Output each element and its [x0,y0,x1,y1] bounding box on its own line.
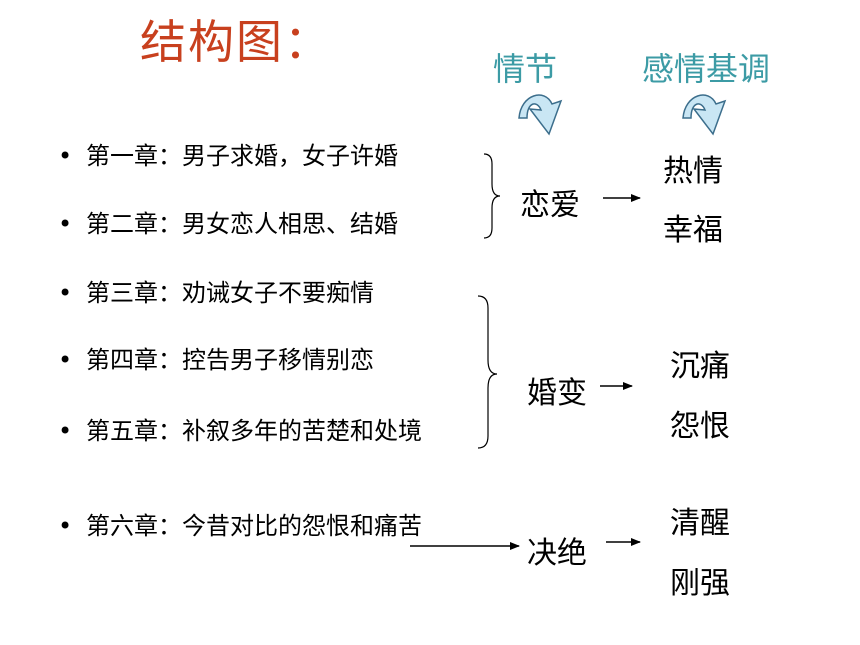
chapter-item: • 第四章：控告男子移情别恋 [58,347,466,374]
bullet-icon: • [58,279,73,307]
mood-label: 刚强 [670,566,730,601]
brace-marriage-change [477,295,498,449]
chapter-item: • 第三章：劝诫女子不要痴情 [58,280,466,307]
mood-label: 怨恨 [670,409,730,444]
bullet-icon: • [58,346,73,374]
header-tone: 感情基调 [642,50,771,88]
chapter-text: 第三章：劝诫女子不要痴情 [86,279,374,307]
chapter-text: 第四章：控告男子移情别恋 [86,346,374,374]
group-label-break: 决绝 [527,536,587,571]
chapter-text: 第二章：男女恋人相思、结婚 [86,210,398,238]
page-title: 结构图： [140,15,332,69]
bullet-icon: • [58,210,73,238]
chapter-item: • 第二章：男女恋人相思、结婚 [58,211,466,238]
curved-arrow-icon [682,94,727,136]
bullet-icon: • [58,512,73,540]
mood-label: 热情 [663,154,723,189]
curved-arrow-icon [518,94,563,136]
bullet-icon: • [58,142,73,170]
chapter-text: 第六章：今昔对比的怨恨和痛苦 [86,512,422,540]
group-label-love: 恋爱 [520,188,580,223]
mood-label: 沉痛 [670,349,730,384]
mood-label: 清醒 [670,506,730,541]
chapter-item: • 第五章：补叙多年的苦楚和处境 [58,418,466,445]
chapter-text: 第五章：补叙多年的苦楚和处境 [86,417,422,445]
brace-love [483,153,501,239]
chapter-item: • 第一章：男子求婚，女子许婚 [58,143,466,170]
chapter-text: 第一章：男子求婚，女子许婚 [86,142,398,170]
group-label-marriage-change: 婚变 [527,376,587,411]
mood-label: 幸福 [663,213,723,248]
bullet-icon: • [58,417,73,445]
header-plot: 情节 [493,50,558,88]
chapter-item: • 第六章：今昔对比的怨恨和痛苦 [58,513,466,540]
